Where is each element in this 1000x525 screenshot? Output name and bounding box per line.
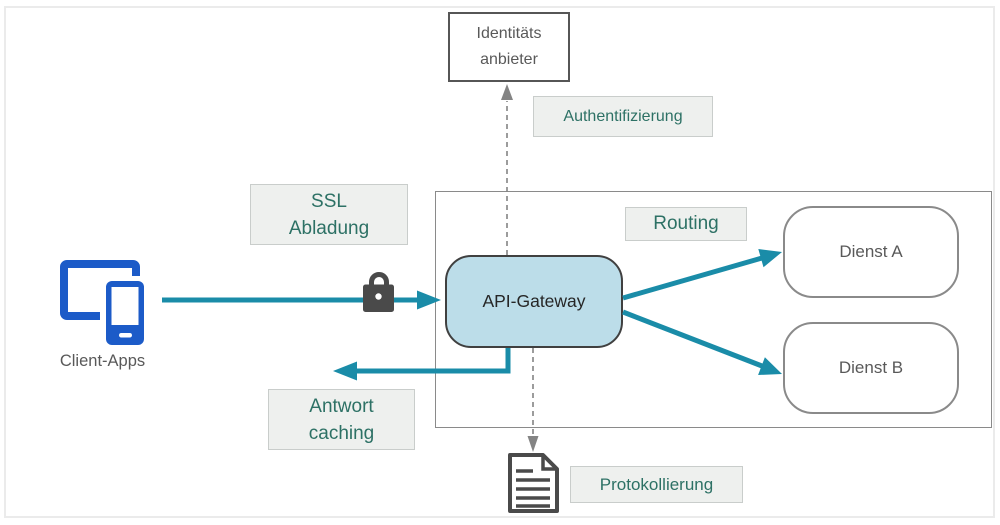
- client-devices-icon: [60, 260, 150, 348]
- response-caching-line2: caching: [308, 422, 375, 444]
- api-gateway-node: API-Gateway: [445, 255, 623, 348]
- response-caching-line1: Antwort: [309, 395, 374, 417]
- log-document-icon: [508, 453, 559, 513]
- service-a-node: Dienst A: [783, 206, 959, 298]
- service-a-label: Dienst A: [839, 242, 903, 261]
- service-b-node: Dienst B: [783, 322, 959, 414]
- logging-label: Protokollierung: [570, 466, 743, 503]
- logging-label-text: Protokollierung: [599, 474, 714, 494]
- service-b-label: Dienst B: [838, 358, 904, 377]
- response-caching-label: Antwort caching: [268, 389, 415, 450]
- authentication-label-text: Authentifizierung: [563, 107, 683, 125]
- ssl-offloading-label: SSL Abladung: [250, 184, 408, 245]
- api-gateway-label: API-Gateway: [482, 291, 586, 311]
- client-apps-label: Client-Apps: [59, 352, 146, 370]
- ssl-offloading-line2: Abladung: [288, 217, 370, 239]
- identity-provider-line1: Identitäts: [476, 25, 542, 42]
- ssl-offloading-line1: SSL: [311, 190, 347, 212]
- lock-icon: [363, 272, 394, 312]
- identity-provider-node: Identitäts anbieter: [448, 12, 570, 82]
- routing-label-text: Routing: [653, 213, 719, 234]
- authentication-label: Authentifizierung: [533, 96, 713, 137]
- routing-label: Routing: [625, 207, 747, 241]
- identity-provider-line2: anbieter: [480, 51, 538, 68]
- client-to-gateway-arrow: [162, 290, 441, 310]
